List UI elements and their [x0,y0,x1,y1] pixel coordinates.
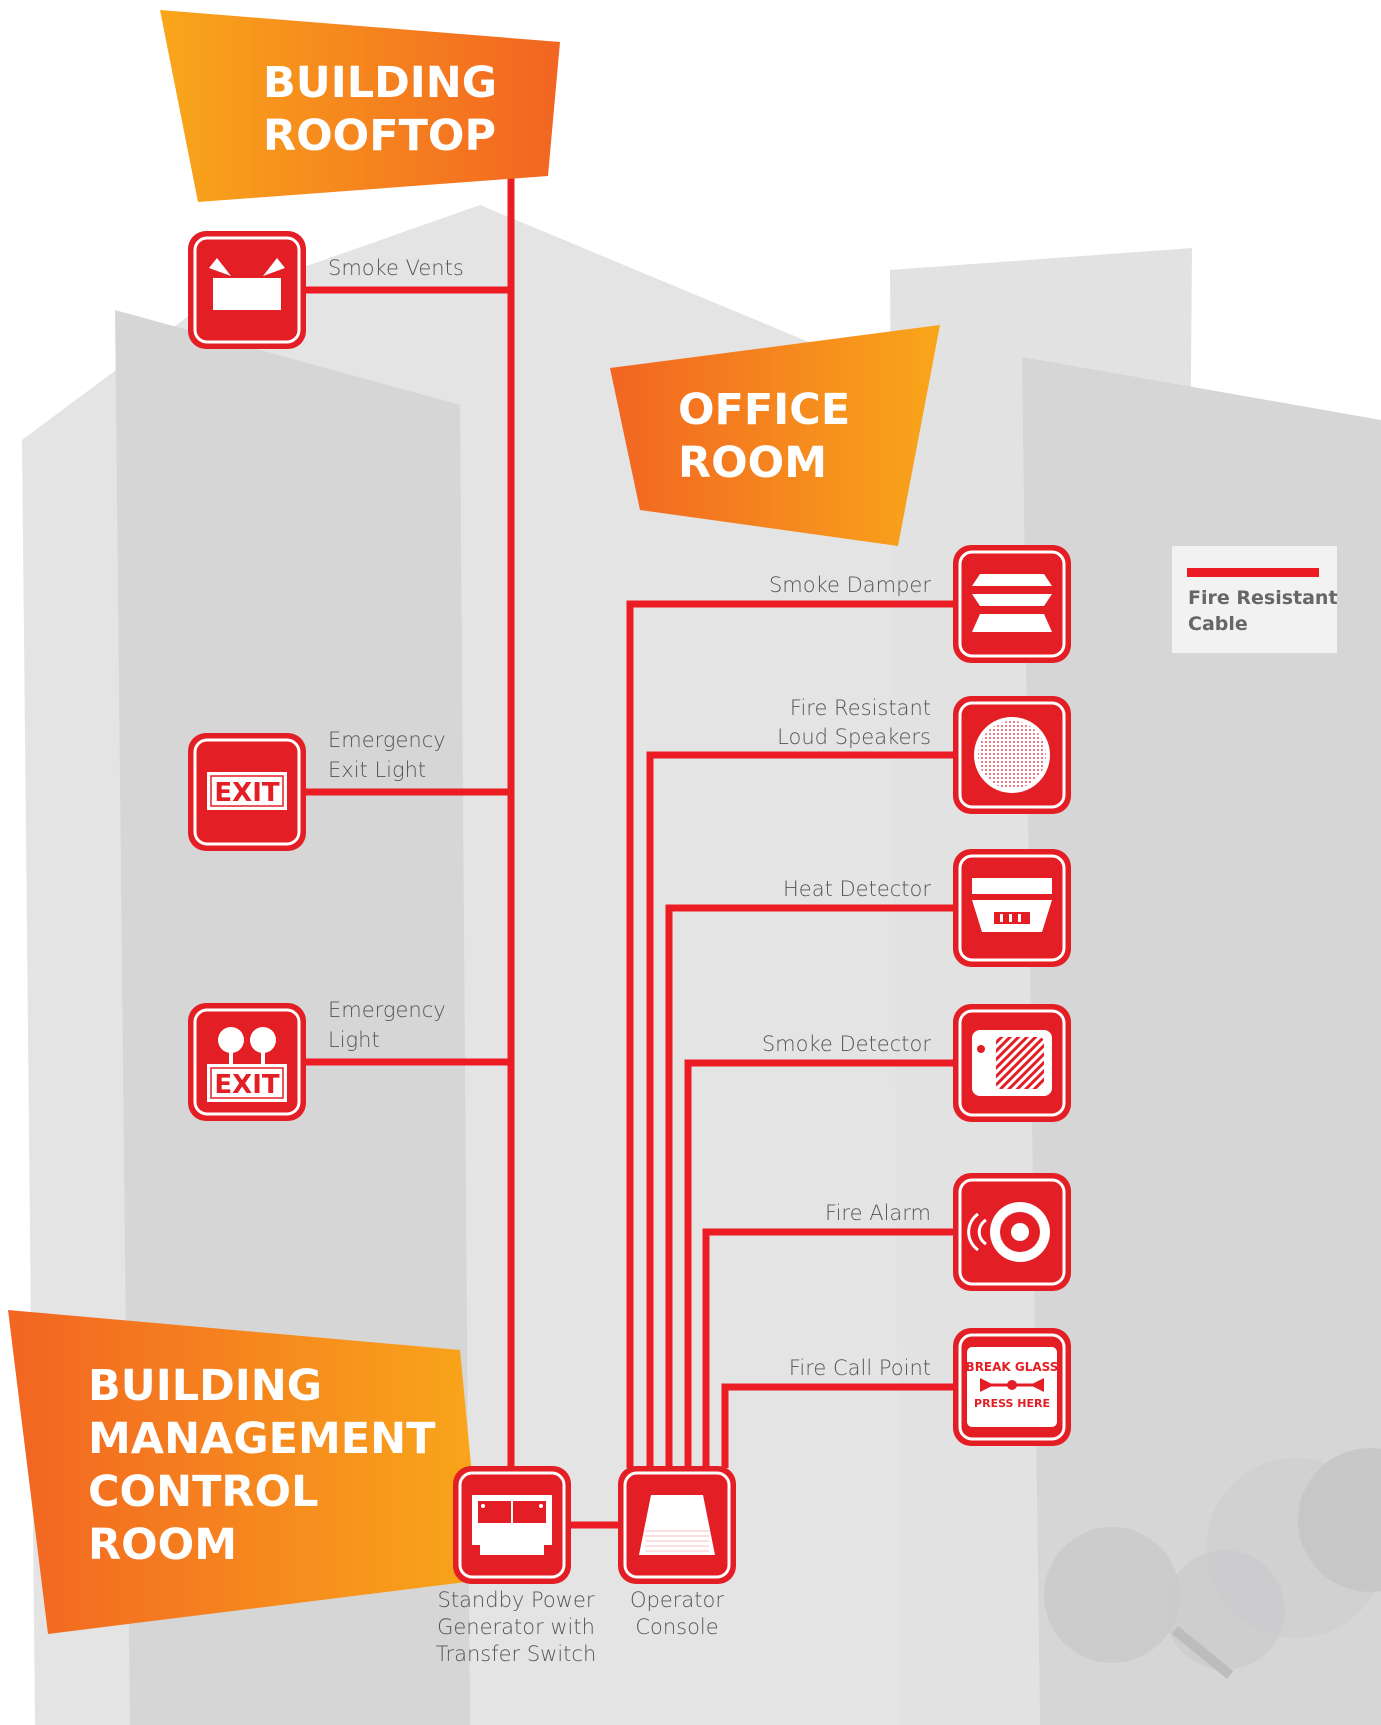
cable-right-2 [665,904,956,1468]
smoke-vents-label: Smoke Vents [328,256,464,280]
operator-console-icon [618,1466,736,1584]
generator-icon [453,1466,571,1584]
cable-right-4 [702,1228,956,1468]
cable-right-1 [646,751,956,1468]
fire-alarm-icon [953,1173,1071,1291]
heat-detector-label: Heat Detector [783,877,931,901]
cable-right-3 [684,1059,956,1468]
cable-right-5 [721,1383,956,1468]
fire-resistant-cables [300,178,956,1529]
smoke-damper-label: Smoke Damper [769,573,931,597]
emergency-exit-light-icon: EXIT [188,733,306,851]
cable-right-0 [626,600,956,1468]
exit-sign-text: EXIT [214,778,279,808]
smoke-detector-label: Smoke Detector [762,1032,932,1056]
heat-detector-icon [953,849,1071,967]
smoke-damper-icon [953,545,1071,663]
press-here-text: PRESS HERE [974,1397,1050,1410]
loud-speaker-icon [953,696,1071,814]
break-glass-text: BREAK GLASS [966,1360,1059,1374]
smoke-detector-icon [953,1004,1071,1122]
exit-sign-text: EXIT [214,1070,279,1100]
emergency-light-icon: EXIT [188,1003,306,1121]
smoke-vents-icon [188,231,306,349]
fire-alarm-label: Fire Alarm [825,1201,931,1225]
legend-cable-swatch [1187,568,1319,577]
fire-call-point-label: Fire Call Point [789,1356,931,1380]
fire-call-point-icon: BREAK GLASS PRESS HERE [953,1328,1071,1446]
